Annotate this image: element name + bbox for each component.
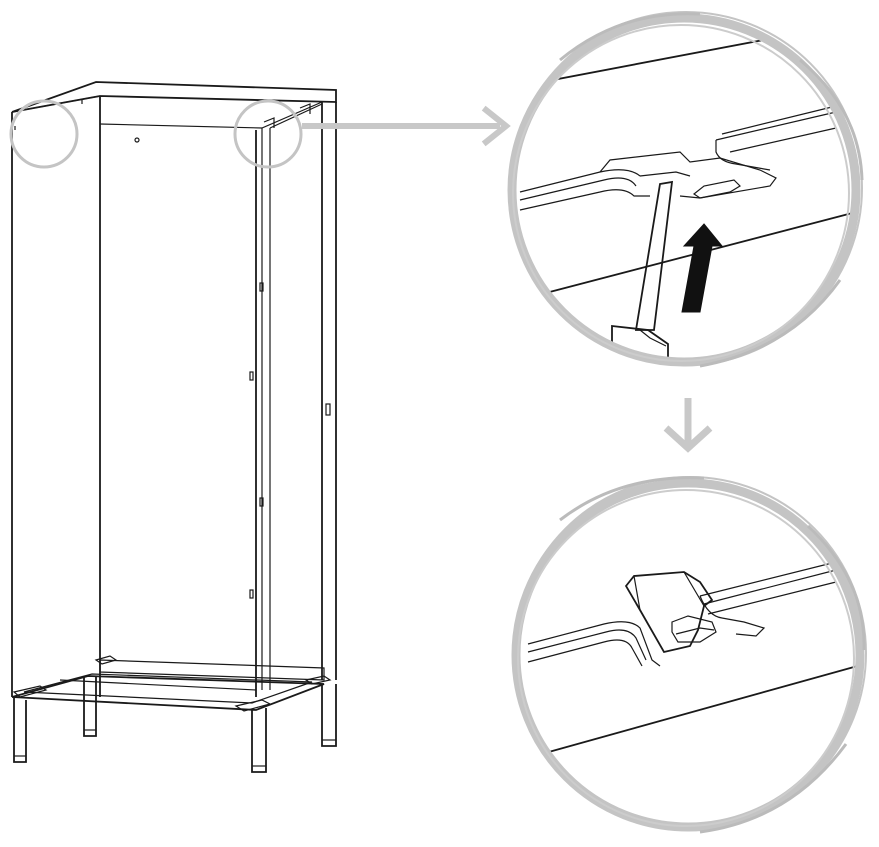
detail-circle-left-corner (9, 99, 79, 169)
zoom-detail-after (511, 476, 867, 834)
zoom-detail-before (507, 11, 864, 368)
cabinet-outline (11, 81, 337, 773)
lift-arrow-icon (681, 223, 724, 313)
screwdriver-icon (611, 180, 674, 362)
sequence-arrow-down-icon (663, 398, 713, 453)
detail-circle-right-corner (233, 99, 303, 169)
bent-tab-detail (624, 571, 717, 654)
zoom-connector-arrow (302, 105, 511, 147)
